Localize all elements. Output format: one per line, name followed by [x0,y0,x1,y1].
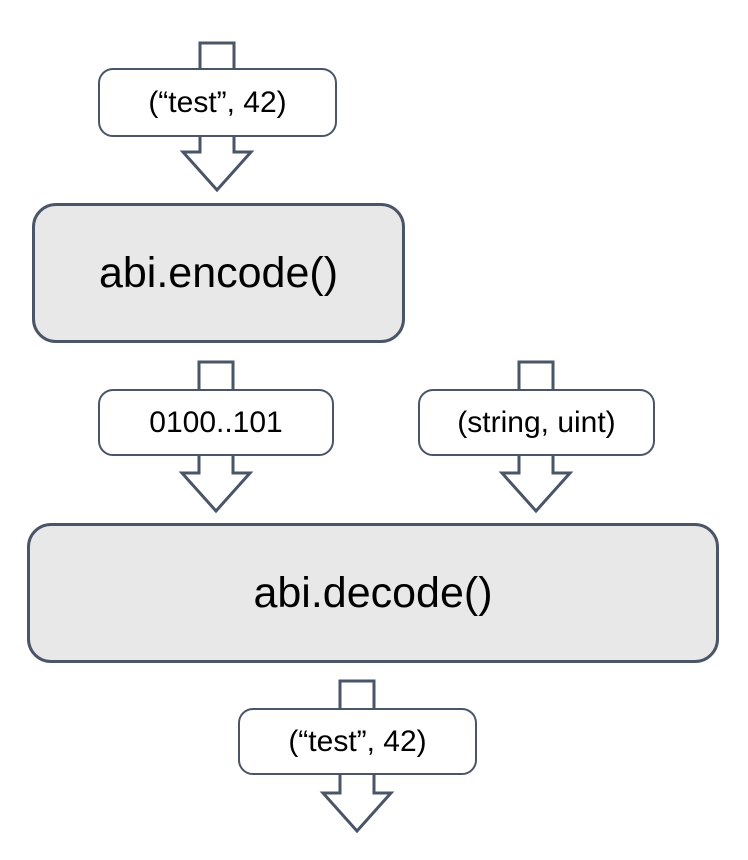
node-output-tuple-label: (“test”, 42) [288,724,427,758]
node-input-tuple-label: (“test”, 42) [148,85,287,119]
node-input-tuple: (“test”, 42) [98,68,337,137]
node-encoded-bytes-label: 0100..101 [149,405,283,439]
node-types-tuple-label: (string, uint) [457,405,616,439]
node-output-tuple: (“test”, 42) [238,708,477,775]
node-encoded-bytes: 0100..101 [98,389,334,456]
node-abi-encode-label: abi.encode() [98,248,339,297]
node-abi-encode: abi.encode() [32,203,405,343]
node-abi-decode-label: abi.decode() [253,568,493,617]
node-abi-decode: abi.decode() [27,523,719,663]
node-types-tuple: (string, uint) [418,389,655,456]
